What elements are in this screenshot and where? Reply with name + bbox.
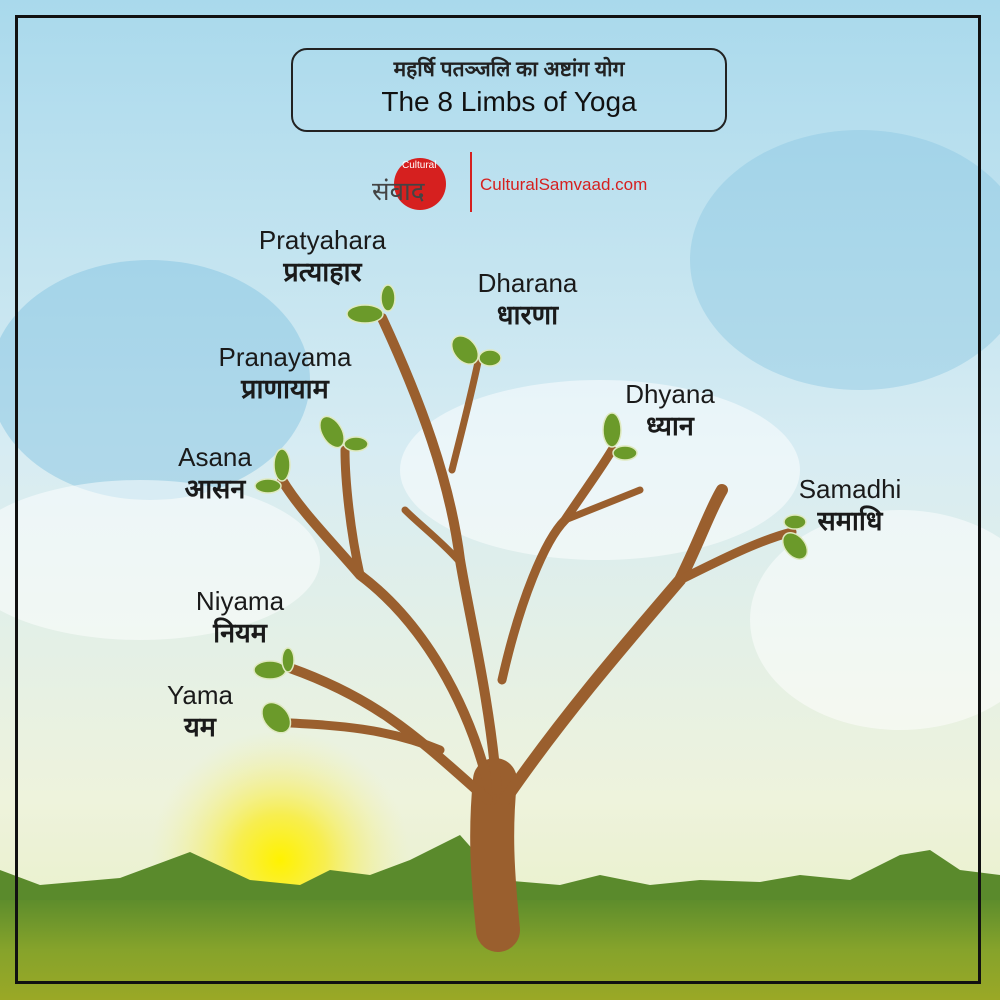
limb-english: Asana [178, 442, 252, 472]
logo-red-circle [394, 158, 446, 210]
limb-hindi: प्रत्याहार [283, 257, 362, 288]
limb-hindi: आसन [184, 474, 246, 505]
limb-label-dharana: Dharana धारणा [460, 268, 595, 332]
limb-label-pratyahara: Pratyahara प्रत्याहार [235, 225, 410, 289]
limb-english: Yama [167, 680, 233, 710]
limb-english: Niyama [195, 586, 285, 616]
leaves [253, 284, 809, 734]
brand-logo: Cultural संवाद CulturalSamvaad.com [372, 150, 672, 216]
limb-hindi: धारणा [496, 300, 559, 331]
limb-english: Pranayama [218, 342, 352, 372]
limb-hindi: प्राणायाम [241, 374, 329, 405]
limb-english: Dhyana [625, 379, 715, 409]
limb-hindi: यम [184, 712, 216, 743]
limb-label-dhyana: Dhyana ध्यान [610, 379, 730, 443]
logo-small-text: Cultural [402, 160, 437, 171]
limb-english: Samadhi [798, 474, 902, 504]
limb-english: Pratyahara [258, 225, 387, 255]
limb-label-yama: Yama यम [150, 680, 250, 744]
limb-hindi: नियम [213, 618, 267, 649]
title-box: महर्षि पतञ्जलि का अष्टांग योग The 8 Limb… [291, 48, 727, 132]
limb-hindi: ध्यान [646, 411, 694, 442]
logo-divider [470, 152, 472, 212]
limb-label-asana: Asana आसन [160, 442, 270, 506]
title-hindi: महर्षि पतञ्जलि का अष्टांग योग [393, 58, 625, 81]
logo-devanagari: संवाद [372, 177, 425, 207]
website-link[interactable]: CulturalSamvaad.com [480, 175, 648, 194]
limb-label-niyama: Niyama नियम [170, 586, 310, 650]
limb-label-pranayama: Pranayama प्राणायाम [195, 342, 375, 406]
limb-label-samadhi: Samadhi समाधि [785, 474, 915, 538]
limb-hindi: समाधि [817, 506, 883, 537]
title-english: The 8 Limbs of Yoga [381, 86, 637, 117]
limb-english: Dharana [477, 268, 578, 298]
